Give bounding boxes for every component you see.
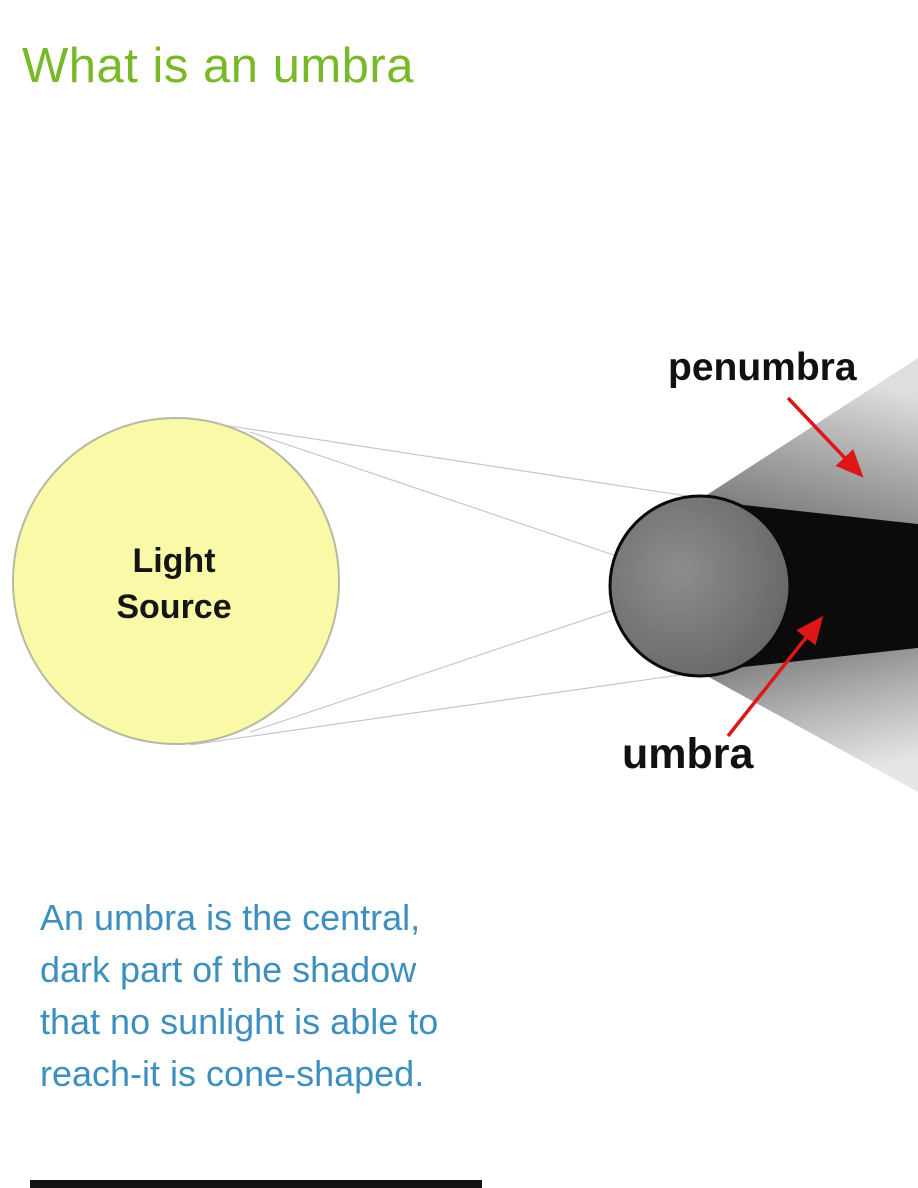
caption-line: that no sunlight is able to	[40, 1001, 439, 1042]
bottom-bar	[30, 1180, 482, 1188]
umbra-diagram-svg: Light Source	[12, 358, 918, 792]
penumbra-bottom-region	[696, 648, 918, 792]
page-title: What is an umbra	[22, 39, 414, 93]
umbra-arrow	[726, 615, 824, 738]
penumbra-arrow	[786, 396, 864, 478]
caption-line: An umbra is the central,	[40, 897, 421, 938]
penumbra-label: penumbra	[668, 346, 857, 389]
caption-line: dark part of the shadow	[40, 949, 417, 990]
umbra-label: umbra	[622, 730, 754, 778]
umbra-diagram: Light Source	[0, 340, 918, 810]
caption: An umbra is the central, dark part of th…	[40, 892, 438, 1100]
occluder-ball	[608, 494, 792, 678]
penumbra-top-region	[696, 358, 918, 524]
light-source	[12, 417, 340, 745]
light-source-label-line2: Source	[116, 588, 231, 626]
caption-line: reach-it is cone-shaped.	[40, 1053, 425, 1094]
light-source-label-line1: Light	[132, 542, 215, 580]
